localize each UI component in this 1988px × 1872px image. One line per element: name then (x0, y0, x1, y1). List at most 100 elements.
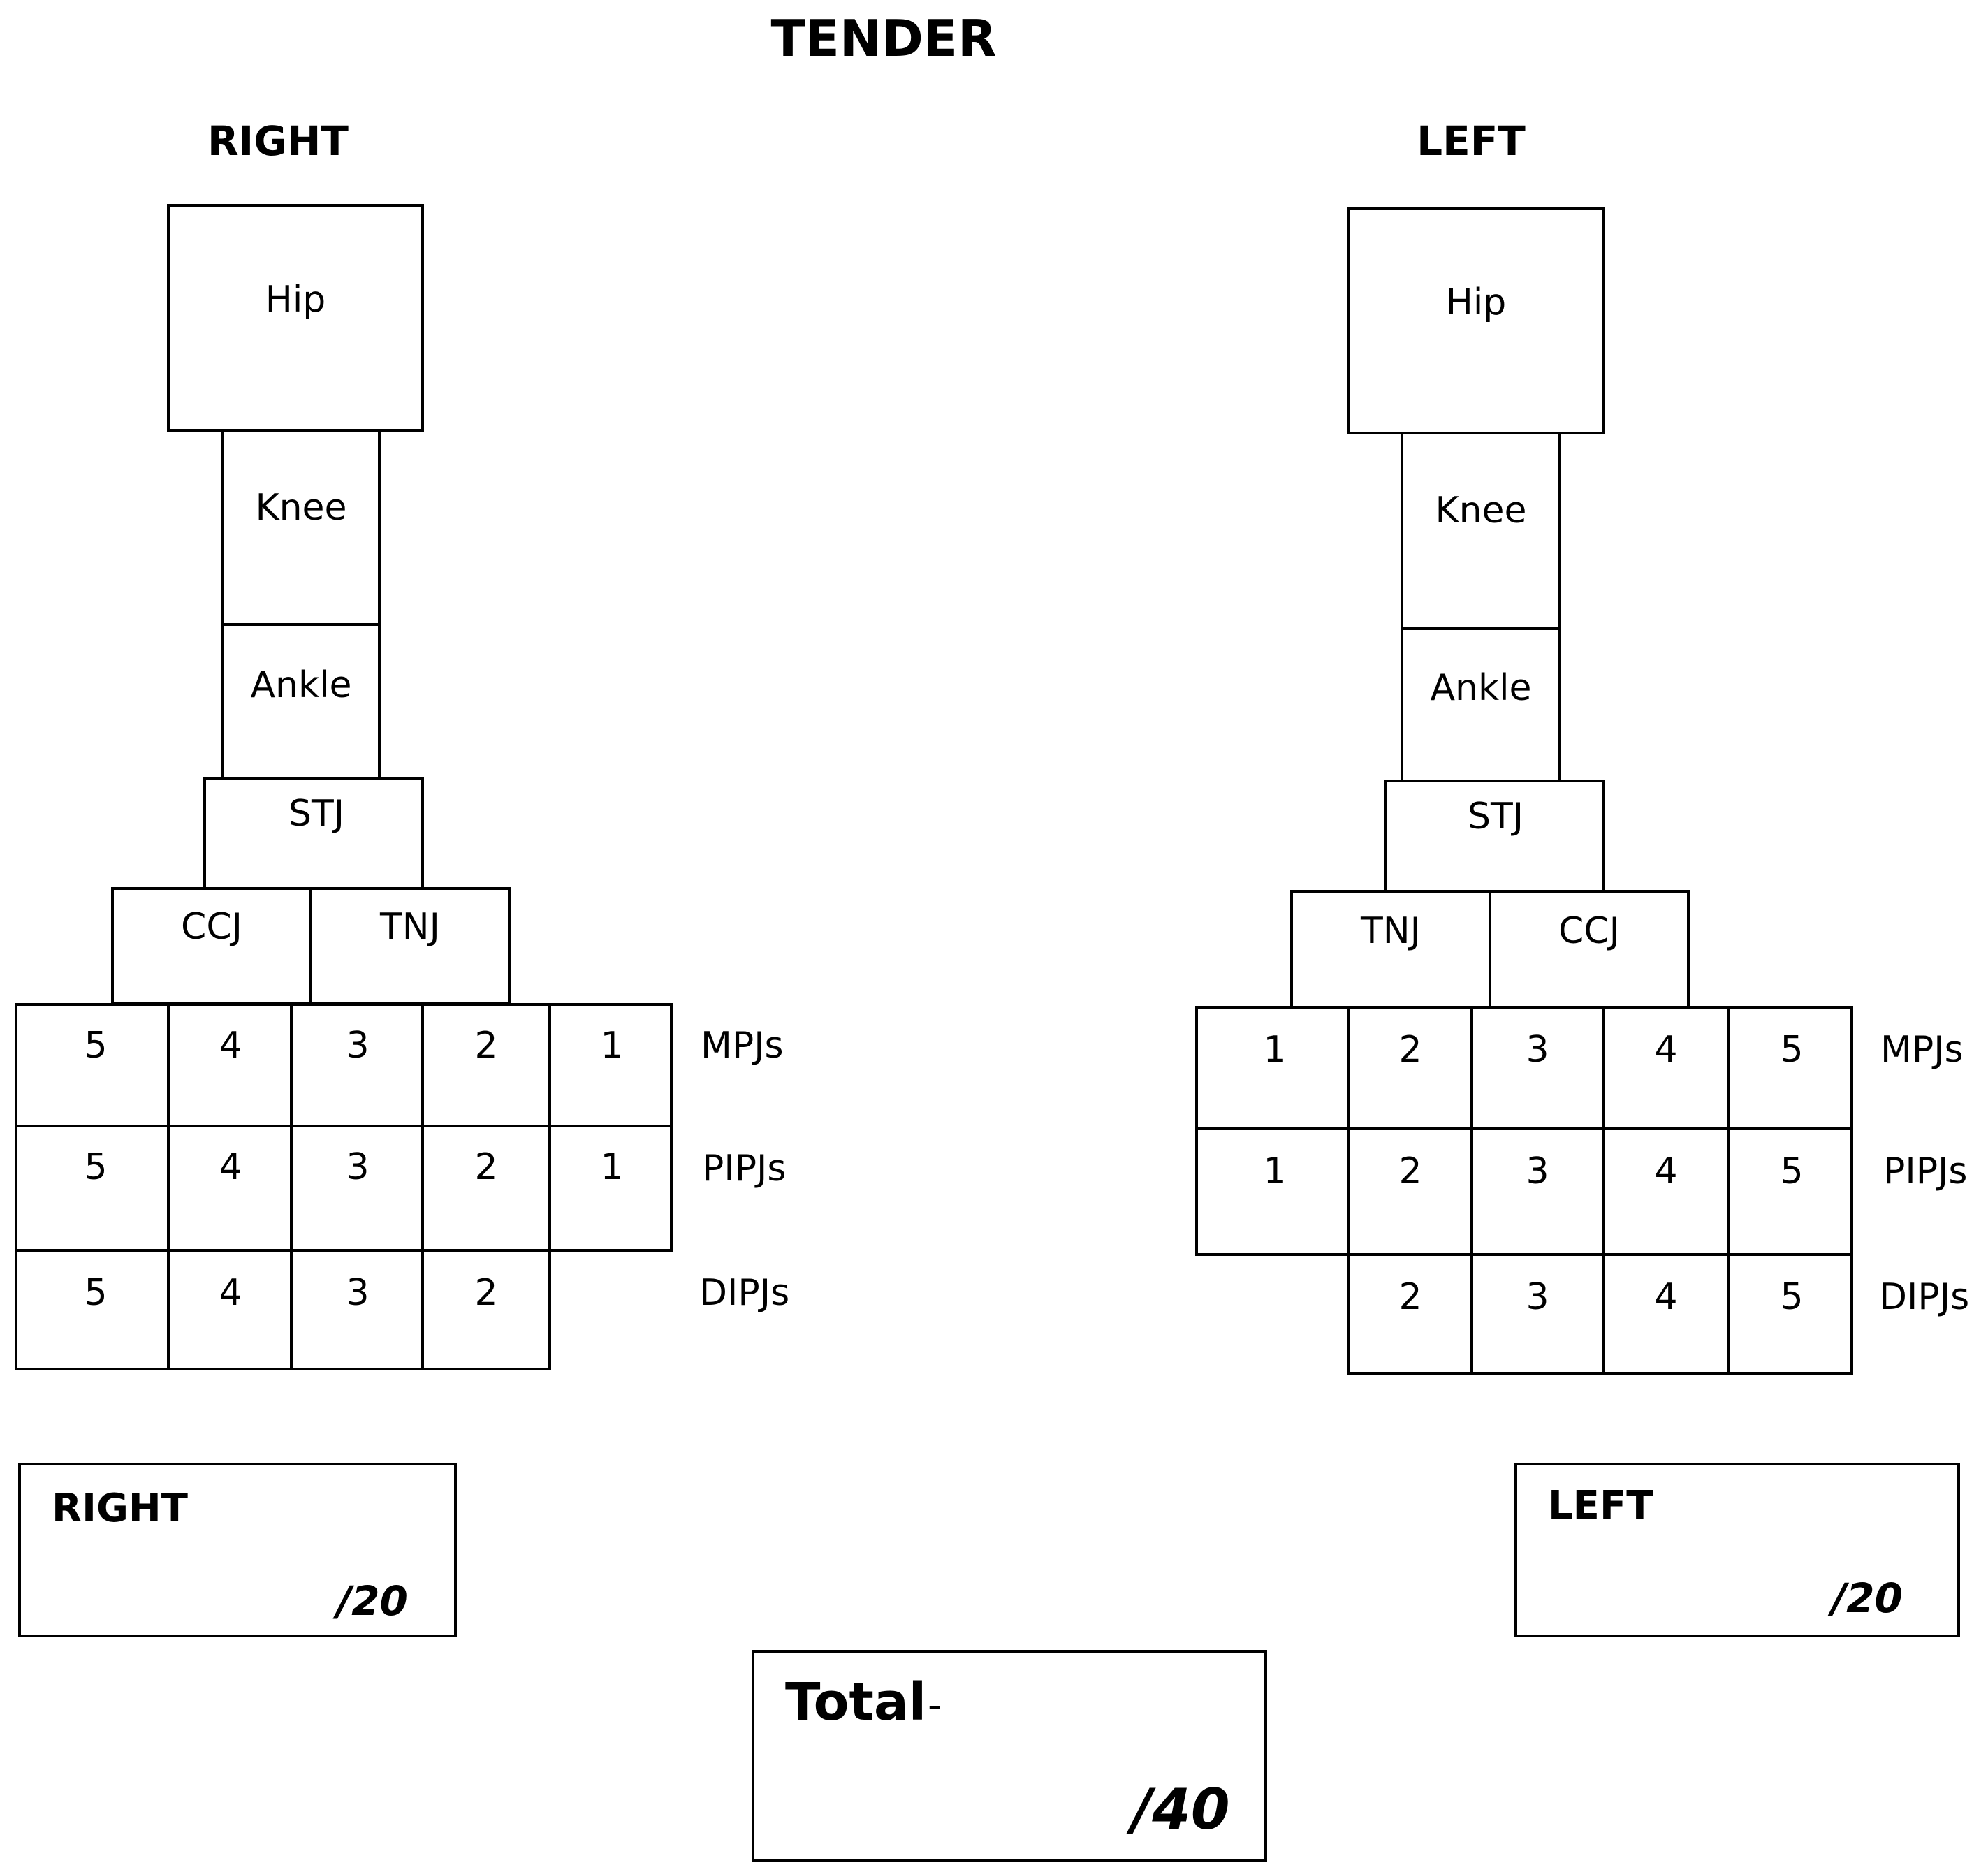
left-ankle-label: Ankle (1430, 667, 1531, 709)
right-score-max: /20 (332, 1577, 408, 1625)
right-mpj-number: 2 (474, 1025, 497, 1067)
left-stj-label: STJ (1468, 796, 1523, 838)
right-pipj-number: 2 (474, 1146, 497, 1188)
left-pipj-cell[interactable] (1727, 1127, 1853, 1256)
right-pipj-cell[interactable] (421, 1125, 551, 1252)
left-score-frame[interactable] (1514, 1463, 1960, 1637)
left-row-label-dipjs: DIPJs (1879, 1276, 1969, 1318)
right-mpj-cell[interactable] (548, 1003, 673, 1127)
right-tnj-label: TNJ (379, 906, 440, 948)
left-dipj-number: 2 (1398, 1276, 1421, 1318)
right-mpj-number: 1 (600, 1025, 623, 1067)
right-pipj-cell[interactable] (548, 1125, 673, 1252)
right-score-label: RIGHT (52, 1486, 188, 1531)
left-mpj-number: 3 (1526, 1029, 1549, 1071)
right-dipj-number: 5 (84, 1272, 107, 1314)
left-dipj-number: 3 (1526, 1276, 1549, 1318)
left-stj-box[interactable] (1384, 780, 1605, 893)
right-mpj-number: 4 (219, 1025, 242, 1067)
left-knee-box[interactable] (1401, 432, 1561, 630)
left-ccj-label: CCJ (1558, 910, 1620, 952)
right-dipj-cell[interactable] (167, 1249, 293, 1370)
right-ankle-label: Ankle (250, 664, 351, 706)
left-pipj-number: 5 (1780, 1150, 1803, 1192)
right-score-box[interactable]: RIGHT /20 (18, 1463, 457, 1637)
left-dipj-number: 5 (1780, 1276, 1803, 1318)
left-pipj-number: 4 (1654, 1150, 1677, 1192)
right-ccj-label: CCJ (181, 906, 242, 948)
left-leg: Hip Knee Ankle STJ TNJ CCJ (1290, 207, 1690, 1009)
left-pipj-cell[interactable] (1195, 1127, 1350, 1256)
total-max: /40 (1126, 1777, 1230, 1842)
right-heading: RIGHT (207, 117, 349, 165)
right-leg: Hip Knee Ankle STJ CCJ TNJ (111, 204, 511, 1004)
right-dipj-cell[interactable] (421, 1249, 551, 1370)
right-pipj-cell[interactable] (290, 1125, 424, 1252)
total-dash: - (928, 1683, 942, 1728)
left-mpj-cell[interactable] (1727, 1006, 1853, 1130)
left-mpj-cell[interactable] (1347, 1006, 1473, 1130)
right-pipj-number: 4 (219, 1146, 242, 1188)
right-toe-grid: 5 4 3 2 1 5 4 3 2 1 5 4 3 2 (15, 1003, 673, 1370)
left-mpj-number: 5 (1780, 1029, 1803, 1071)
left-mpj-number: 2 (1398, 1029, 1421, 1071)
right-dipj-cell[interactable] (15, 1249, 170, 1370)
left-row-label-pipjs: PIPJs (1883, 1150, 1967, 1192)
right-dipj-cell[interactable] (290, 1249, 424, 1370)
total-score-frame[interactable] (752, 1650, 1267, 1862)
left-pipj-number: 1 (1263, 1150, 1286, 1192)
left-hip-box[interactable] (1347, 207, 1605, 434)
right-score-frame[interactable] (18, 1463, 457, 1637)
left-pipj-number: 2 (1398, 1150, 1421, 1192)
left-heading: LEFT (1417, 117, 1526, 165)
left-score-label: LEFT (1548, 1483, 1653, 1528)
right-pipj-number: 1 (600, 1146, 623, 1188)
left-dipj-number: 4 (1654, 1276, 1677, 1318)
right-tnj-box[interactable] (309, 887, 511, 1004)
left-row-label-mpjs: MPJs (1880, 1029, 1964, 1071)
right-mpj-number: 3 (346, 1025, 369, 1067)
left-toe-grid: 1 2 3 4 5 1 2 3 4 5 2 3 4 5 (1195, 1006, 1853, 1375)
page-title: TENDER (771, 9, 997, 68)
total-score-box[interactable]: Total - /40 (752, 1650, 1267, 1862)
right-dipj-number: 4 (219, 1272, 242, 1314)
right-row-label-mpjs: MPJs (701, 1025, 784, 1067)
left-ccj-box[interactable] (1489, 890, 1690, 1009)
right-stj-label: STJ (288, 793, 344, 835)
left-pipj-cell[interactable] (1347, 1127, 1473, 1256)
left-hip-label: Hip (1446, 281, 1507, 323)
right-pipj-number: 3 (346, 1146, 369, 1188)
right-row-label-dipjs: DIPJs (699, 1272, 789, 1314)
left-mpj-number: 1 (1263, 1029, 1286, 1071)
left-pipj-cell[interactable] (1470, 1127, 1605, 1256)
right-stj-box[interactable] (203, 777, 424, 890)
left-tnj-label: TNJ (1360, 910, 1421, 952)
left-dipj-cell[interactable] (1602, 1253, 1730, 1375)
left-dipj-cell[interactable] (1727, 1253, 1853, 1375)
total-label: Total (785, 1672, 926, 1732)
left-mpj-cell[interactable] (1195, 1006, 1350, 1130)
left-mpj-number: 4 (1654, 1029, 1677, 1071)
left-ankle-box[interactable] (1401, 627, 1561, 782)
right-hip-box[interactable] (167, 204, 424, 432)
right-pipj-cell[interactable] (15, 1125, 170, 1252)
right-row-label-pipjs: PIPJs (702, 1148, 786, 1190)
right-knee-box[interactable] (221, 429, 381, 626)
right-dipj-number: 2 (474, 1272, 497, 1314)
right-hip-label: Hip (265, 279, 326, 321)
left-knee-label: Knee (1435, 490, 1526, 532)
right-ankle-box[interactable] (221, 623, 381, 780)
right-mpj-number: 5 (84, 1025, 107, 1067)
right-dipj-number: 3 (346, 1272, 369, 1314)
left-pipj-number: 3 (1526, 1150, 1549, 1192)
left-tnj-box[interactable] (1290, 890, 1491, 1009)
right-pipj-number: 5 (84, 1146, 107, 1188)
right-pipj-cell[interactable] (167, 1125, 293, 1252)
right-mpj-cell[interactable] (167, 1003, 293, 1127)
right-knee-label: Knee (255, 487, 346, 529)
left-score-box[interactable]: LEFT /20 (1514, 1463, 1960, 1637)
left-score-max: /20 (1827, 1574, 1903, 1622)
right-mpj-cell[interactable] (421, 1003, 551, 1127)
